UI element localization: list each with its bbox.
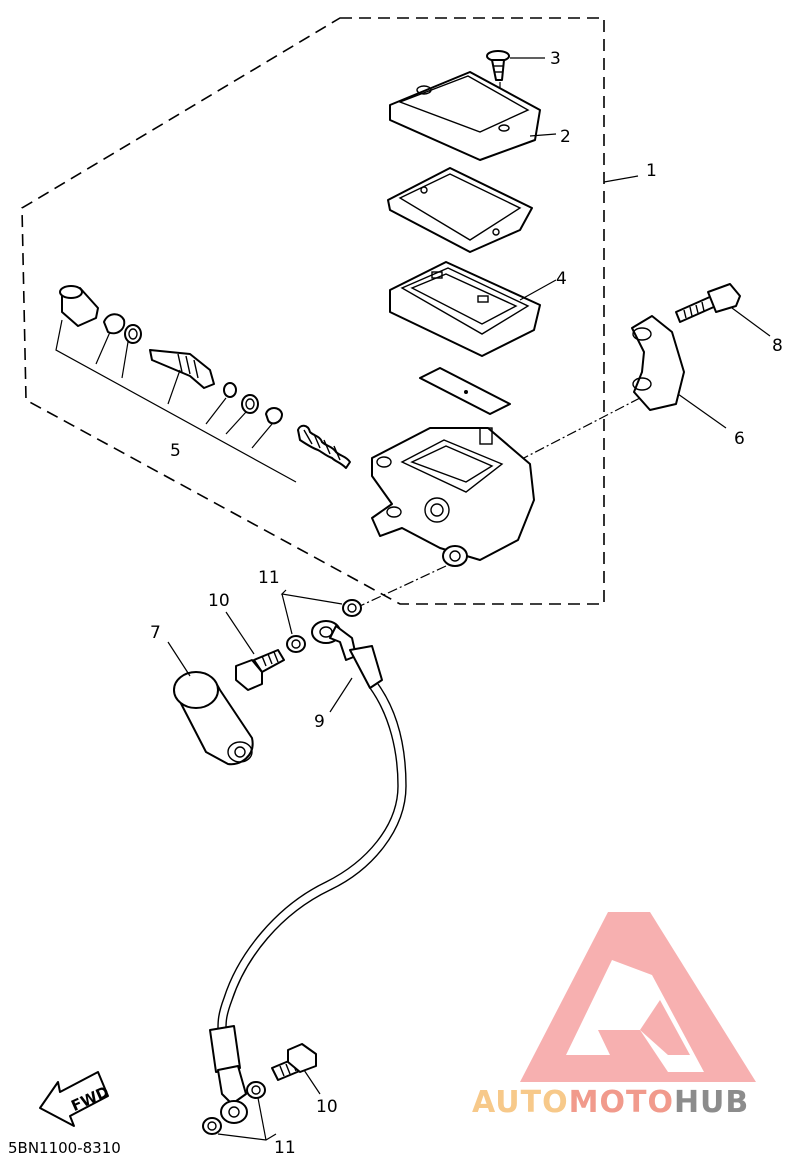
copper-washer-lower-part (202, 1081, 277, 1141)
callout-2: 2 (560, 127, 571, 147)
holder-bolt-part (675, 283, 771, 337)
piston-kit-part (55, 285, 351, 483)
callout-8: 8 (772, 336, 783, 356)
watermark-auto: AUTO (472, 1085, 569, 1120)
watermark-text: AUTOMOTOHUB (472, 1085, 749, 1120)
axis-bracket (519, 397, 641, 461)
diaphragm-part (389, 261, 557, 357)
lower-hose-fitting (209, 1025, 248, 1124)
callout-1: 1 (646, 161, 657, 181)
callout-3: 3 (550, 49, 561, 69)
copper-washer-part (280, 589, 362, 653)
assembly-boundary (21, 17, 605, 605)
banjo-bolt-part (225, 611, 285, 691)
banjo-bolt-lower-part (271, 1043, 321, 1095)
part-code: 5BN1100-8310 (8, 1139, 121, 1157)
callout-6: 6 (734, 429, 745, 449)
rubber-boot-part (167, 641, 254, 766)
callout-10-top: 10 (208, 591, 230, 611)
float-plate (419, 367, 511, 415)
callout-4: 4 (556, 269, 567, 289)
holder-bracket-part (631, 315, 727, 429)
diaphragm-plate (387, 167, 533, 253)
forward-arrow-icon: FWD (39, 1071, 112, 1127)
callout-9: 9 (314, 712, 325, 732)
callout-5: 5 (170, 441, 181, 461)
watermark-moto: MOTO (569, 1085, 674, 1120)
reservoir-cap-part (389, 71, 557, 161)
callout-11-top: 11 (258, 568, 280, 588)
callout-10-bottom: 10 (316, 1097, 338, 1117)
brake-hose-part (217, 620, 407, 1029)
axis-banjo (359, 565, 447, 607)
callout-7: 7 (150, 623, 161, 643)
watermark-logo (520, 912, 756, 1082)
screw-part (486, 50, 545, 81)
callout-11-bottom: 11 (274, 1138, 296, 1158)
leader-1 (603, 175, 639, 183)
watermark-hub: HUB (674, 1085, 749, 1120)
master-cylinder-body-part (371, 427, 535, 567)
